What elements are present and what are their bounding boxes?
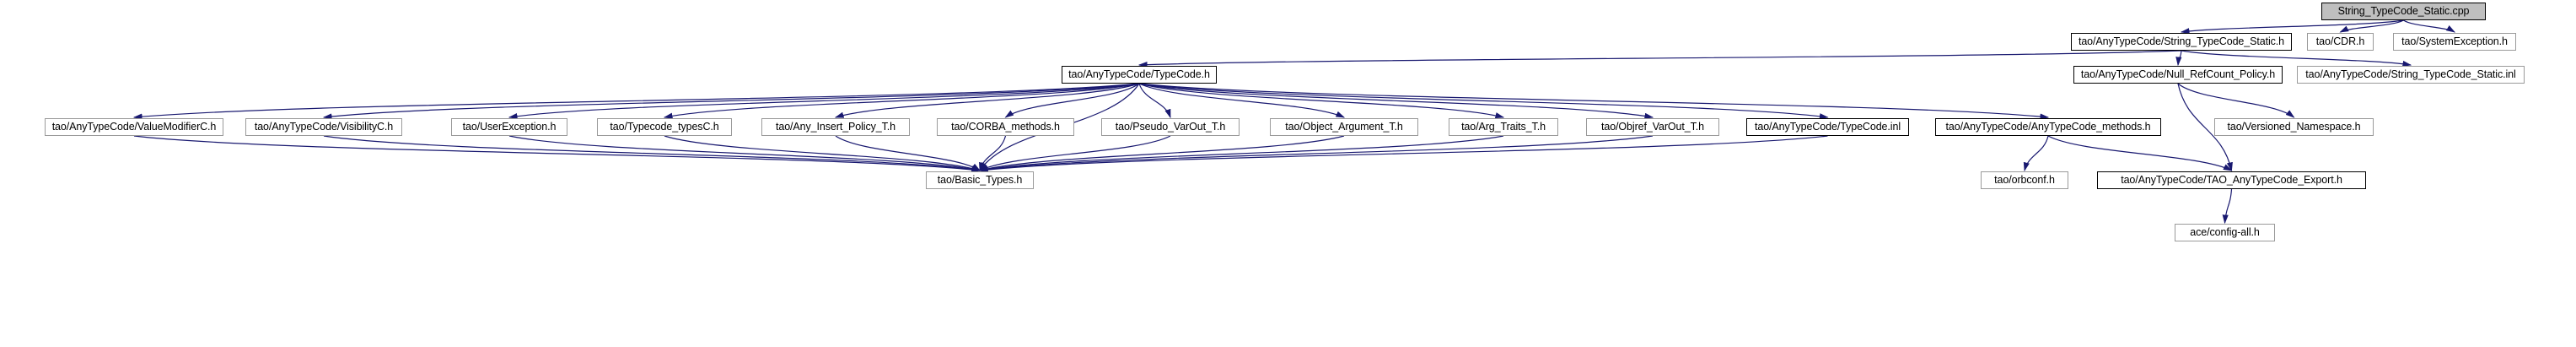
edge-n0-n3 bbox=[2403, 19, 2456, 33]
edge-n18-n21 bbox=[2023, 135, 2049, 172]
graph-node-n23[interactable]: ace/config-all.h bbox=[2175, 224, 2275, 241]
graph-node-n14[interactable]: tao/Object_Argument_T.h bbox=[1270, 118, 1418, 136]
edge-n14-n20 bbox=[978, 135, 1345, 172]
graph-node-n0[interactable]: String_TypeCode_Static.cpp bbox=[2321, 3, 2486, 20]
edge-n11-n20 bbox=[835, 135, 981, 171]
graph-node-n10[interactable]: tao/Typecode_typesC.h bbox=[597, 118, 732, 136]
graph-node-n4[interactable]: tao/AnyTypeCode/TypeCode.h bbox=[1062, 66, 1217, 84]
graph-node-n1[interactable]: tao/AnyTypeCode/String_TypeCode_Static.h bbox=[2071, 33, 2292, 51]
graph-node-n16[interactable]: tao/Objref_VarOut_T.h bbox=[1586, 118, 1719, 136]
edge-n9-n20 bbox=[508, 135, 981, 172]
graph-node-n18[interactable]: tao/AnyTypeCode/AnyTypeCode_methods.h bbox=[1935, 118, 2161, 136]
graph-node-n20[interactable]: tao/Basic_Types.h bbox=[926, 171, 1034, 189]
edge-n15-n20 bbox=[978, 135, 1504, 172]
graph-node-n3[interactable]: tao/SystemException.h bbox=[2393, 33, 2516, 51]
edge-n4-n12 bbox=[1004, 83, 1140, 118]
graph-node-n7[interactable]: tao/AnyTypeCode/ValueModifierC.h bbox=[45, 118, 223, 136]
edge-n10-n20 bbox=[664, 135, 981, 171]
edge-n4-n16 bbox=[1138, 83, 1654, 119]
edge-n4-n18 bbox=[1138, 83, 2050, 120]
graph-node-n19[interactable]: tao/Versioned_Namespace.h bbox=[2214, 118, 2374, 136]
graph-node-n15[interactable]: tao/Arg_Traits_T.h bbox=[1449, 118, 1558, 136]
edge-n4-n15 bbox=[1138, 83, 1505, 119]
edge-n4-n14 bbox=[1138, 83, 1346, 118]
edge-n4-n13 bbox=[1138, 83, 1171, 119]
edge-n0-n2 bbox=[2339, 19, 2404, 33]
graph-node-n22[interactable]: tao/AnyTypeCode/TAO_AnyTypeCode_Export.h bbox=[2097, 171, 2366, 189]
edge-n4-n17 bbox=[1138, 83, 1829, 120]
edge-n4-n11 bbox=[834, 83, 1140, 118]
edge-n12-n20 bbox=[979, 135, 1007, 172]
graph-node-n9[interactable]: tao/UserException.h bbox=[451, 118, 567, 136]
edge-n16-n20 bbox=[978, 135, 1654, 173]
graph-node-n8[interactable]: tao/AnyTypeCode/VisibilityC.h bbox=[245, 118, 402, 136]
graph-node-n2[interactable]: tao/CDR.h bbox=[2307, 33, 2374, 51]
edge-n18-n22 bbox=[2047, 135, 2233, 171]
edge-n1-n6 bbox=[2181, 50, 2412, 68]
graph-node-n6[interactable]: tao/AnyTypeCode/String_TypeCode_Static.i… bbox=[2297, 66, 2525, 84]
graph-node-n21[interactable]: tao/orbconf.h bbox=[1981, 171, 2068, 189]
edge-n0-n1 bbox=[2180, 19, 2404, 35]
edge-n4-n9 bbox=[508, 83, 1140, 120]
edge-n4-n8 bbox=[322, 83, 1140, 120]
edge-n5-n19 bbox=[2177, 83, 2295, 118]
edge-n1-n5 bbox=[2175, 50, 2182, 67]
graph-node-n11[interactable]: tao/Any_Insert_Policy_T.h bbox=[761, 118, 910, 136]
edge-n1-n4 bbox=[1137, 50, 2182, 68]
edge-n4-n7 bbox=[132, 83, 1140, 120]
graph-node-n12[interactable]: tao/CORBA_methods.h bbox=[937, 118, 1074, 136]
edge-n17-n20 bbox=[978, 135, 1828, 173]
graph-node-n5[interactable]: tao/AnyTypeCode/Null_RefCount_Policy.h bbox=[2073, 66, 2283, 84]
edge-n4-n10 bbox=[663, 83, 1140, 119]
edge-n22-n23 bbox=[2222, 188, 2233, 225]
edge-n7-n20 bbox=[133, 135, 981, 173]
edge-n8-n20 bbox=[323, 135, 981, 173]
graph-node-n17[interactable]: tao/AnyTypeCode/TypeCode.inl bbox=[1746, 118, 1909, 136]
edge-n13-n20 bbox=[978, 135, 1171, 171]
graph-node-n13[interactable]: tao/Pseudo_VarOut_T.h bbox=[1101, 118, 1240, 136]
